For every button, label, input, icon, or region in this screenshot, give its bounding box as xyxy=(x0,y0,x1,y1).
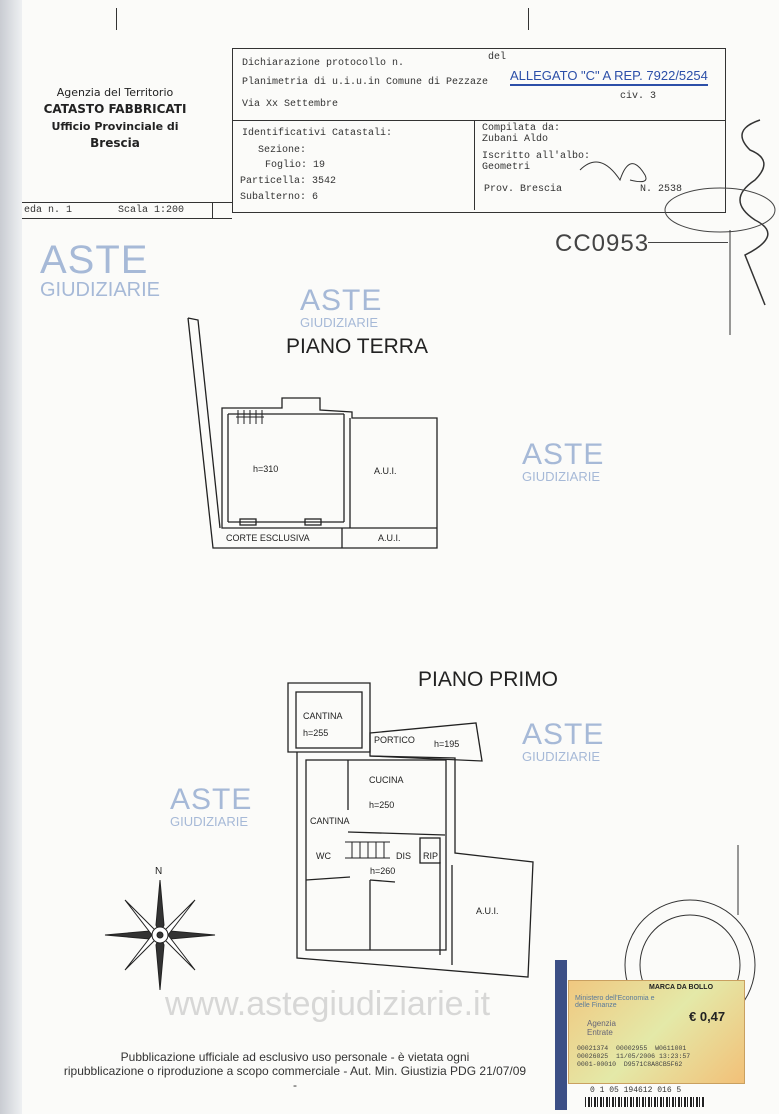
watermark-giudiziarie: GIUDIZIARIE xyxy=(170,814,249,829)
room-cucina: CUCINA xyxy=(369,775,404,785)
room-height: h=255 xyxy=(303,728,329,738)
divider xyxy=(233,120,725,121)
compilata-label: Compilata da: xyxy=(482,123,561,134)
divider xyxy=(212,202,213,218)
stamp-agency: Agenzia Entrate xyxy=(587,1019,616,1037)
footer-disclaimer: Pubblicazione ufficiale ad esclusivo uso… xyxy=(40,1050,550,1092)
agency-block: Agenzia del Territorio CATASTO FABBRICAT… xyxy=(30,84,200,152)
room-height: h=250 xyxy=(369,800,395,810)
stamp-line xyxy=(648,242,728,243)
particella-label: Particella: 3542 xyxy=(240,176,337,187)
subalterno-label: Subalterno: 6 xyxy=(240,192,319,203)
del-label: del xyxy=(488,52,507,63)
stamp-code: 11/05/2006 13:23:57 xyxy=(616,1053,691,1060)
room-dis: DIS xyxy=(396,851,412,861)
piano-terra-title: PIANO TERRA xyxy=(286,335,428,358)
stamp-code: 00026025 xyxy=(577,1053,609,1060)
barcode xyxy=(585,1097,705,1107)
agency-catasto: CATASTO FABBRICATI xyxy=(43,102,187,116)
piano-primo-plan xyxy=(287,682,534,978)
albo-label: Geometri xyxy=(482,162,531,173)
watermark-giudiziarie: GIUDIZIARIE xyxy=(522,749,601,764)
crop-mark xyxy=(528,8,529,30)
iscritto-label: Iscritto all'albo: xyxy=(482,151,591,162)
room-aui: A.U.I. xyxy=(378,533,401,543)
watermark-aste: ASTE xyxy=(300,284,383,317)
room-height: h=310 xyxy=(253,464,279,474)
foglio-label: Foglio: 19 xyxy=(265,160,326,171)
agency-office: Ufficio Provinciale di xyxy=(51,120,179,133)
stamp-code: W0611001 xyxy=(655,1045,687,1052)
room-height: h=195 xyxy=(434,739,460,749)
agency-city: Brescia xyxy=(90,136,140,150)
stamp-code: D9571C8A8CB5F62 xyxy=(623,1061,683,1068)
room-cantina: CANTINA xyxy=(310,816,350,826)
allegato-annotation: ALLEGATO "C" A REP. 7922/5254 xyxy=(510,68,708,86)
piano-terra-plan xyxy=(187,317,438,549)
sezione-label: Sezione: xyxy=(258,145,307,156)
identificativi-label: Identificativi Catastali: xyxy=(242,128,393,139)
watermark-aste: ASTE xyxy=(170,783,253,816)
iscrizione-number: N. 2538 xyxy=(640,184,683,195)
compass-icon xyxy=(104,879,216,991)
room-height: h=260 xyxy=(370,866,396,876)
watermark-giudiziarie: GIUDIZIARIE xyxy=(522,469,601,484)
dichiarazione-label: Dichiarazione protocollo n. xyxy=(242,58,405,69)
footer-line3: - xyxy=(293,1078,297,1092)
watermark-aste: ASTE xyxy=(522,438,605,471)
stamp-code: 0001-00010 xyxy=(577,1061,617,1068)
stamp-title: MARCA DA BOLLO xyxy=(649,984,714,991)
watermark-giudiziarie: GIUDIZIARIE xyxy=(300,315,379,330)
compilatore-name: Zubani Aldo xyxy=(482,134,549,145)
watermark-aste: ASTE xyxy=(40,238,149,282)
scale-strip xyxy=(22,202,232,219)
room-cantina: CANTINA xyxy=(303,711,343,721)
watermark-site: www.astegiudiziarie.it xyxy=(165,985,491,1023)
via-label: Via Xx Settembre xyxy=(242,99,339,110)
agency-name: Agenzia del Territorio xyxy=(56,86,174,99)
prov-label: Prov. Brescia xyxy=(484,184,563,195)
scheda-label: eda n. 1 xyxy=(24,205,73,216)
compass-north-label: N xyxy=(155,866,163,877)
stamp-value: € 0,47 xyxy=(689,1009,726,1024)
planimetria-label: Planimetria di u.i.u.in Comune di Pezzaz… xyxy=(242,77,489,88)
watermark-aste: ASTE xyxy=(522,718,605,751)
footer-line1: Pubblicazione ufficiale ad esclusivo uso… xyxy=(120,1050,470,1064)
room-wc: WC xyxy=(316,851,331,861)
room-portico: PORTICO xyxy=(374,735,415,745)
stamp-code: 00002955 xyxy=(616,1045,648,1052)
signature-scribbles xyxy=(579,119,776,335)
stamp-barcode-number: 0 1 05 194612 016 5 xyxy=(590,1086,682,1095)
divider xyxy=(474,120,475,210)
stamp-strip xyxy=(555,960,567,1110)
room-rip: RIP xyxy=(423,851,439,861)
stamp-code: 00021374 xyxy=(577,1045,609,1052)
civico-label: civ. 3 xyxy=(620,91,657,102)
stamp-number: CC0953 xyxy=(555,230,650,257)
piano-primo-title: PIANO PRIMO xyxy=(418,668,559,691)
stamp-ministry: Ministero dell'Economia e delle Finanze xyxy=(575,995,655,1009)
header-form xyxy=(232,48,726,213)
scan-edge xyxy=(0,0,22,1114)
footer-line2: ripubblicazione o riproduzione a scopo c… xyxy=(63,1064,527,1078)
watermark-giudiziarie: GIUDIZIARIE xyxy=(40,279,161,301)
revenue-stamp: MARCA DA BOLLO Ministero dell'Economia e… xyxy=(568,980,745,1084)
room-aui: A.U.I. xyxy=(374,466,397,476)
room-corte: CORTE ESCLUSIVA xyxy=(226,533,310,543)
scale-label: Scala 1:200 xyxy=(118,205,185,216)
crop-mark xyxy=(116,8,117,30)
room-aui: A.U.I. xyxy=(476,906,499,916)
